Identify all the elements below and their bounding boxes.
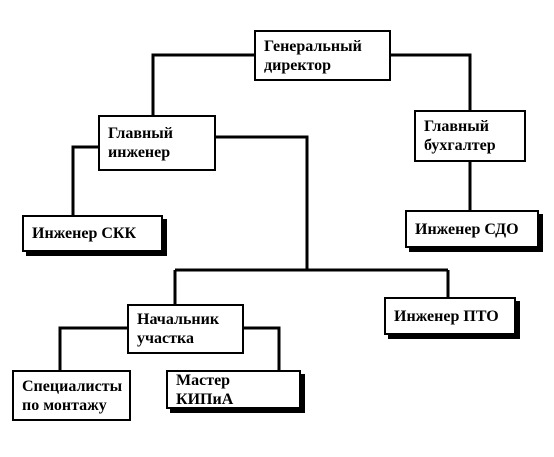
connector-director-to-chief-engineer xyxy=(151,53,254,115)
node-chief-accountant: Главный бухгалтер xyxy=(414,110,526,162)
node-engineer-pto: Инженер ПТО xyxy=(384,297,516,335)
connector-director-to-chief-accountant xyxy=(391,53,472,110)
node-installation-specialists: Специалисты по монтажу xyxy=(12,370,131,421)
node-engineer-sdo: Инженер СДО xyxy=(405,210,539,248)
node-chief-engineer: Главный инженер xyxy=(98,115,216,171)
node-site-head: Начальник участка xyxy=(127,304,244,354)
node-kipia-master: Мастер КИПиА xyxy=(166,370,301,409)
connector-chief-engineer-to-departments xyxy=(216,135,309,270)
connector-chief-engineer-to-skk xyxy=(71,145,98,215)
connector-site-head-to-kipia xyxy=(244,326,281,370)
node-engineer-skk: Инженер СКК xyxy=(22,215,163,252)
connector-site-head-to-specialists xyxy=(58,326,127,370)
node-general-director: Генеральный директор xyxy=(254,30,391,81)
